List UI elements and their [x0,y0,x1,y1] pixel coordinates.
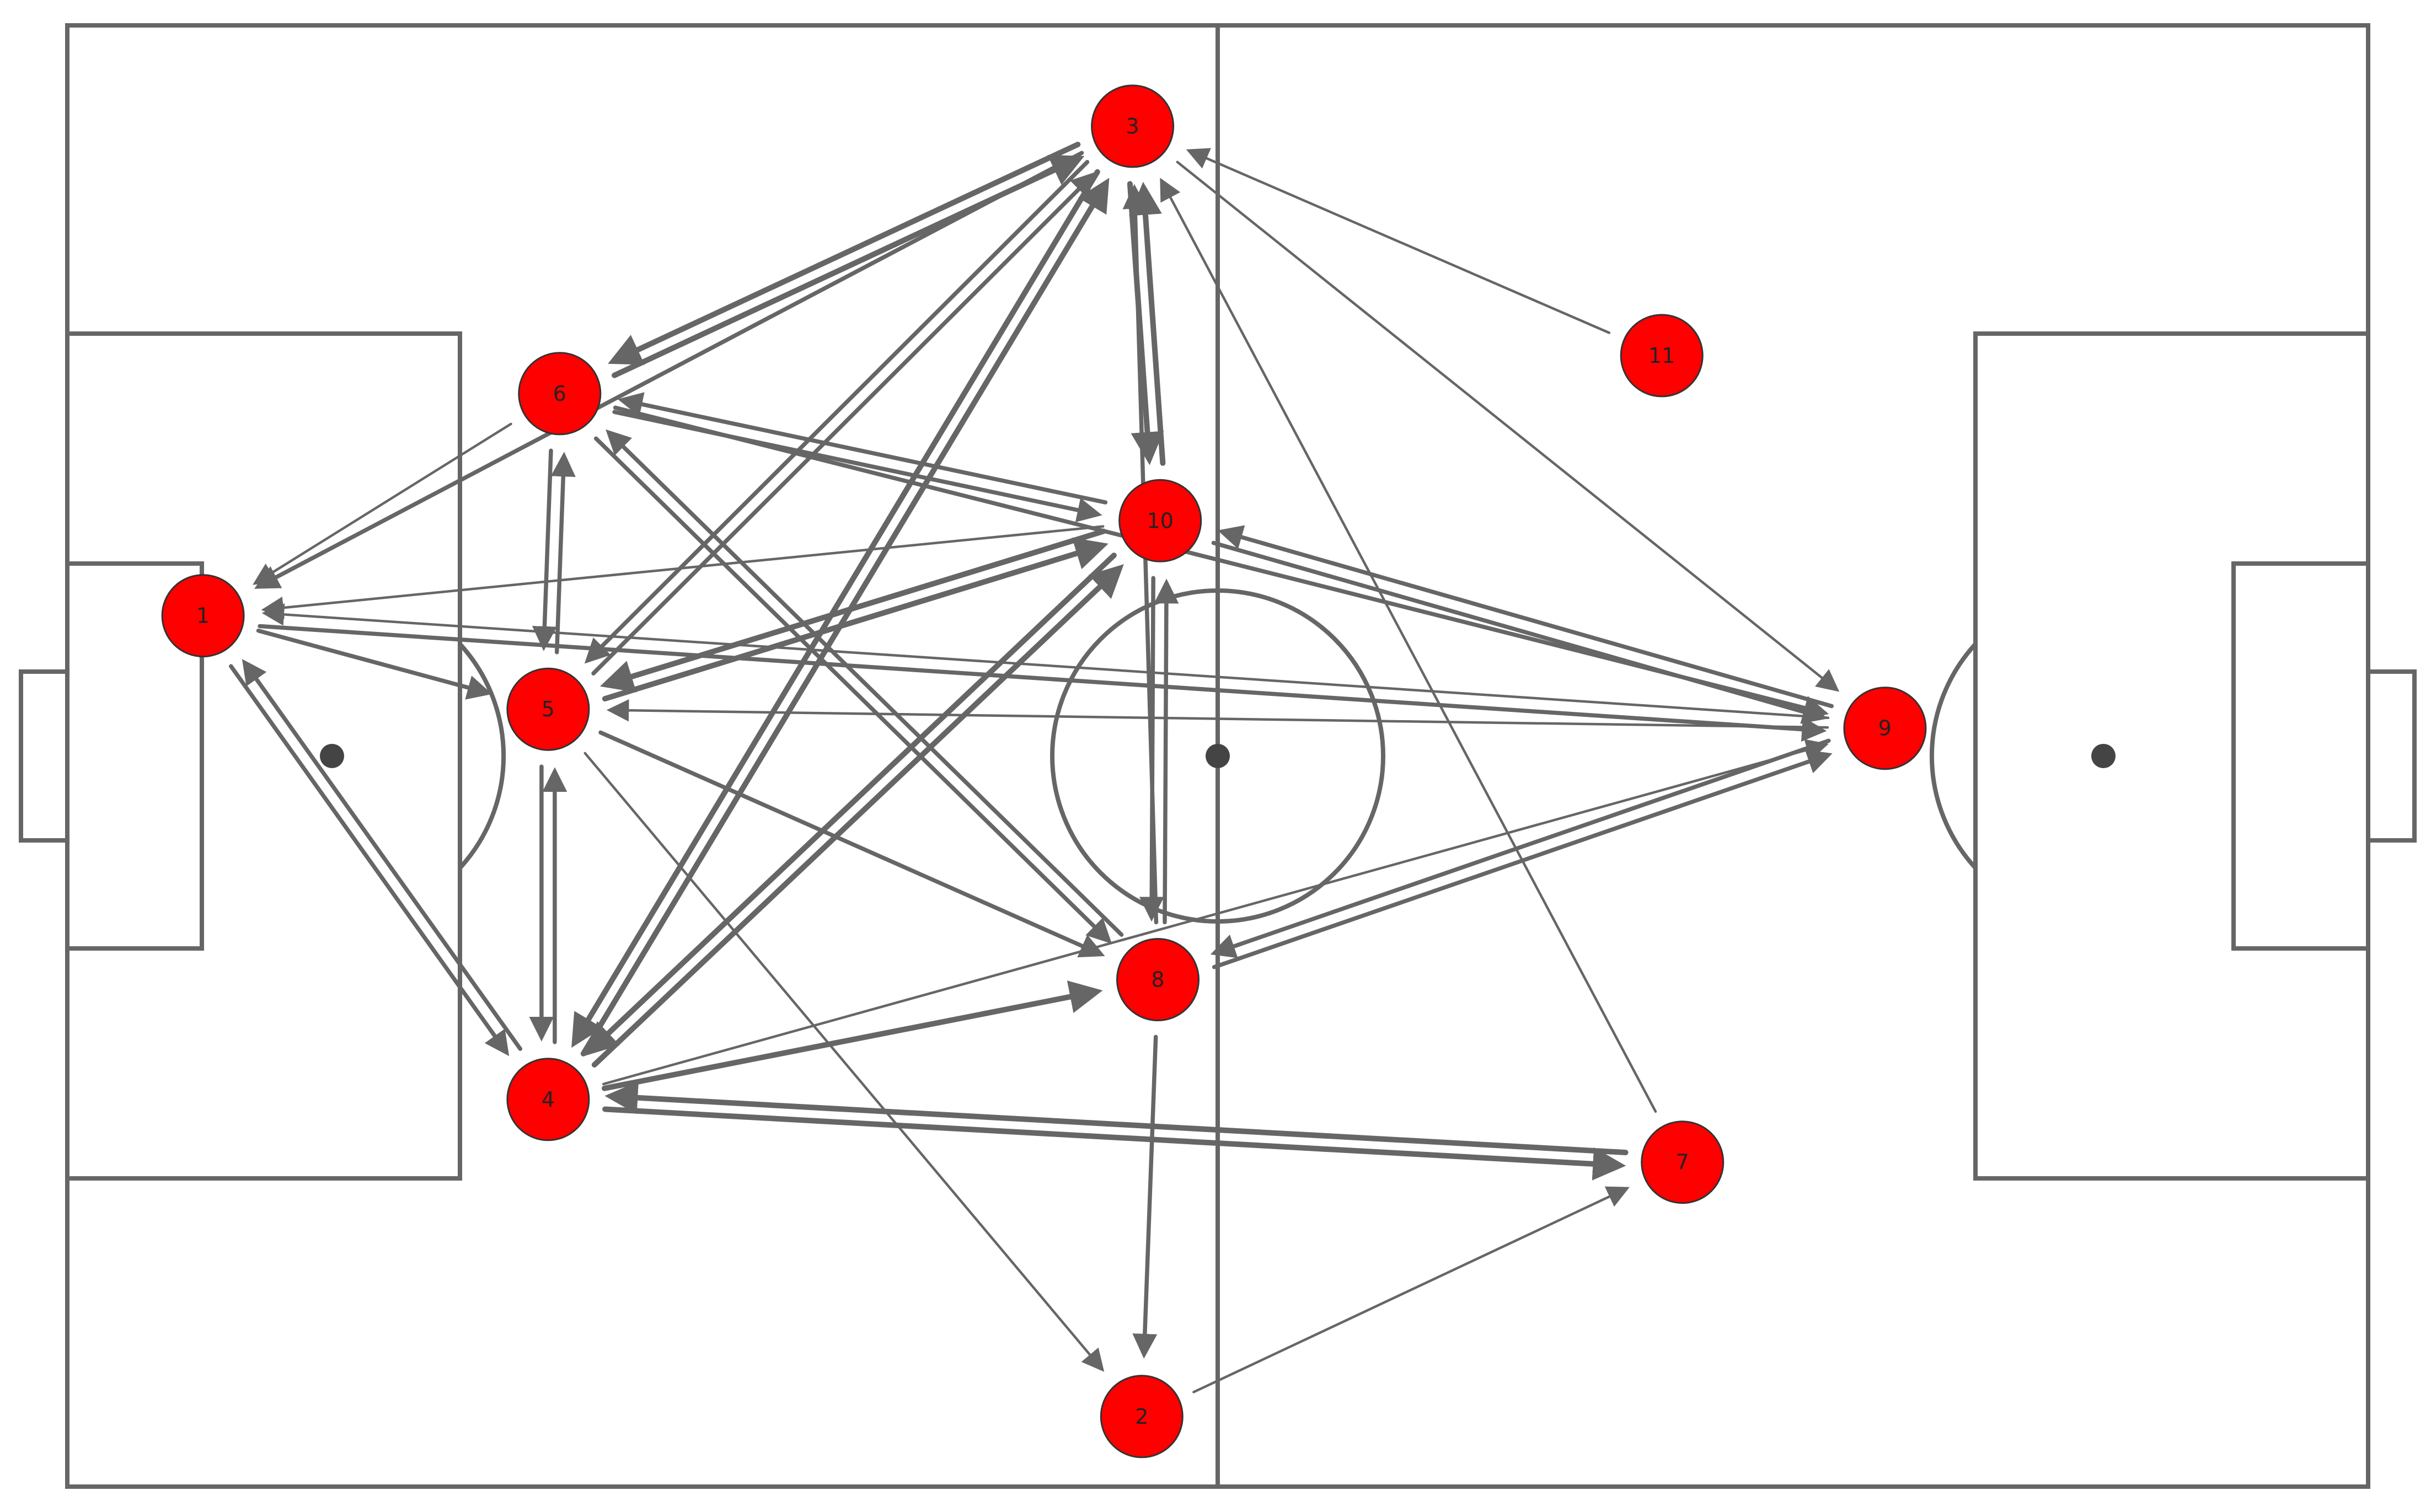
pass-arrow-8-to-9 [1212,749,1833,969]
player-circle-11 [1620,314,1704,398]
pass-arrow-4-to-9 [602,739,1829,1086]
pass-arrow-1-to-9 [258,624,1827,742]
player-node-10: 10 [1118,479,1202,562]
pass-arrow-2-to-7 [1192,1186,1630,1393]
player-label-6: 6 [553,382,566,406]
player-circle-6 [518,352,602,436]
pass-arrow-6-to-1 [253,422,512,585]
player-node-5: 5 [506,667,590,751]
pass-arrow-6-to-8 [593,436,1112,944]
pass-arrow-1-to-5 [256,629,492,700]
player-circle-8 [1116,938,1200,1021]
centre-circle [1050,588,1385,924]
pass-arrow-4-to-3 [580,178,1110,1057]
player-node-4: 4 [506,1058,590,1141]
pass-arrow-8-to-10 [1154,578,1179,925]
centre-spot [1206,744,1230,768]
pass-arrow-10-to-4 [584,553,1117,1056]
player-label-4: 4 [542,1087,555,1112]
pass-arrow-5-to-8 [598,730,1105,958]
players-layer: 1 2 3 4 5 6 7 8 9 10 11 [161,84,1927,1459]
pass-arrow-10-to-8 [1139,576,1164,922]
player-circle-5 [506,667,590,751]
player-label-8: 8 [1151,968,1164,992]
pass-arrow-9-to-5 [606,699,1829,729]
left-penalty-area [65,331,462,1181]
player-label-1: 1 [196,604,210,628]
player-node-2: 2 [1100,1375,1184,1459]
pass-arrow-9-to-8 [1210,738,1831,958]
player-circle-3 [1091,84,1175,168]
pass-arrow-1-to-4 [229,664,510,1057]
pass-arrow-10-to-1 [261,525,1105,619]
player-node-11: 11 [1620,314,1704,398]
pass-arrow-4-to-1 [242,659,523,1051]
player-node-7: 7 [1641,1120,1725,1204]
right-penalty-area [1973,331,2370,1181]
passes-layer [229,142,1840,1393]
pass-arrow-5-to-3 [591,171,1096,675]
pass-arrow-5-to-10 [602,537,1109,702]
pass-arrow-9-to-1 [261,603,1830,719]
pass-arrow-5-to-6 [550,452,576,655]
player-circle-9 [1843,687,1927,770]
pass-arrow-5-to-2 [583,752,1105,1372]
left-penalty-arc [458,642,506,870]
pass-arrow-7-to-3 [1160,178,1657,1113]
player-label-5: 5 [542,697,555,721]
pass-arrow-6-to-5 [532,448,557,651]
pass-arrow-3-to-4 [571,169,1100,1048]
player-label-7: 7 [1676,1150,1689,1175]
player-node-6: 6 [518,352,602,436]
pass-arrow-3-to-1 [254,151,1084,589]
right-goal [2366,669,2417,843]
player-circle-1 [161,574,245,658]
pass-arrow-8-to-2 [1132,1034,1158,1359]
player-label-3: 3 [1126,114,1139,138]
pass-arrow-11-to-3 [1186,148,1611,334]
player-circle-10 [1118,479,1202,562]
player-label-10: 10 [1147,508,1174,533]
player-node-9: 9 [1843,687,1927,770]
pass-arrow-8-to-6 [606,429,1124,937]
football-pitch [19,23,2417,1489]
pass-arrow-3-to-5 [584,160,1090,664]
left-penalty-spot [320,744,344,768]
player-node-1: 1 [161,574,245,658]
pass-arrow-9-to-10 [1217,525,1834,709]
player-circle-7 [1641,1120,1725,1204]
player-label-11: 11 [1648,344,1675,368]
pass-arrow-3-to-6 [608,142,1081,365]
pass-arrow-10-to-6 [617,392,1108,505]
pass-arrow-7-to-4 [604,1081,1629,1155]
player-circle-4 [506,1058,590,1141]
right-penalty-spot [2091,744,2116,768]
left-goal [19,669,69,843]
player-node-8: 8 [1116,938,1200,1021]
pass-arrow-4-to-10 [591,564,1124,1068]
pass-arrow-10-to-5 [599,528,1106,693]
pass-arrow-10-to-3 [1129,181,1166,466]
player-label-2: 2 [1135,1404,1148,1429]
pass-arrow-10-to-9 [1211,540,1828,724]
player-label-9: 9 [1878,716,1892,741]
pass-arrow-4-to-8 [602,980,1103,1091]
right-goal-area [2231,561,2370,951]
player-node-3: 3 [1091,84,1175,168]
player-circle-2 [1100,1375,1184,1459]
right-penalty-arc [1929,642,1977,870]
pass-arrow-4-to-7 [602,1106,1626,1181]
pass-arrow-3-to-9 [1176,160,1840,692]
